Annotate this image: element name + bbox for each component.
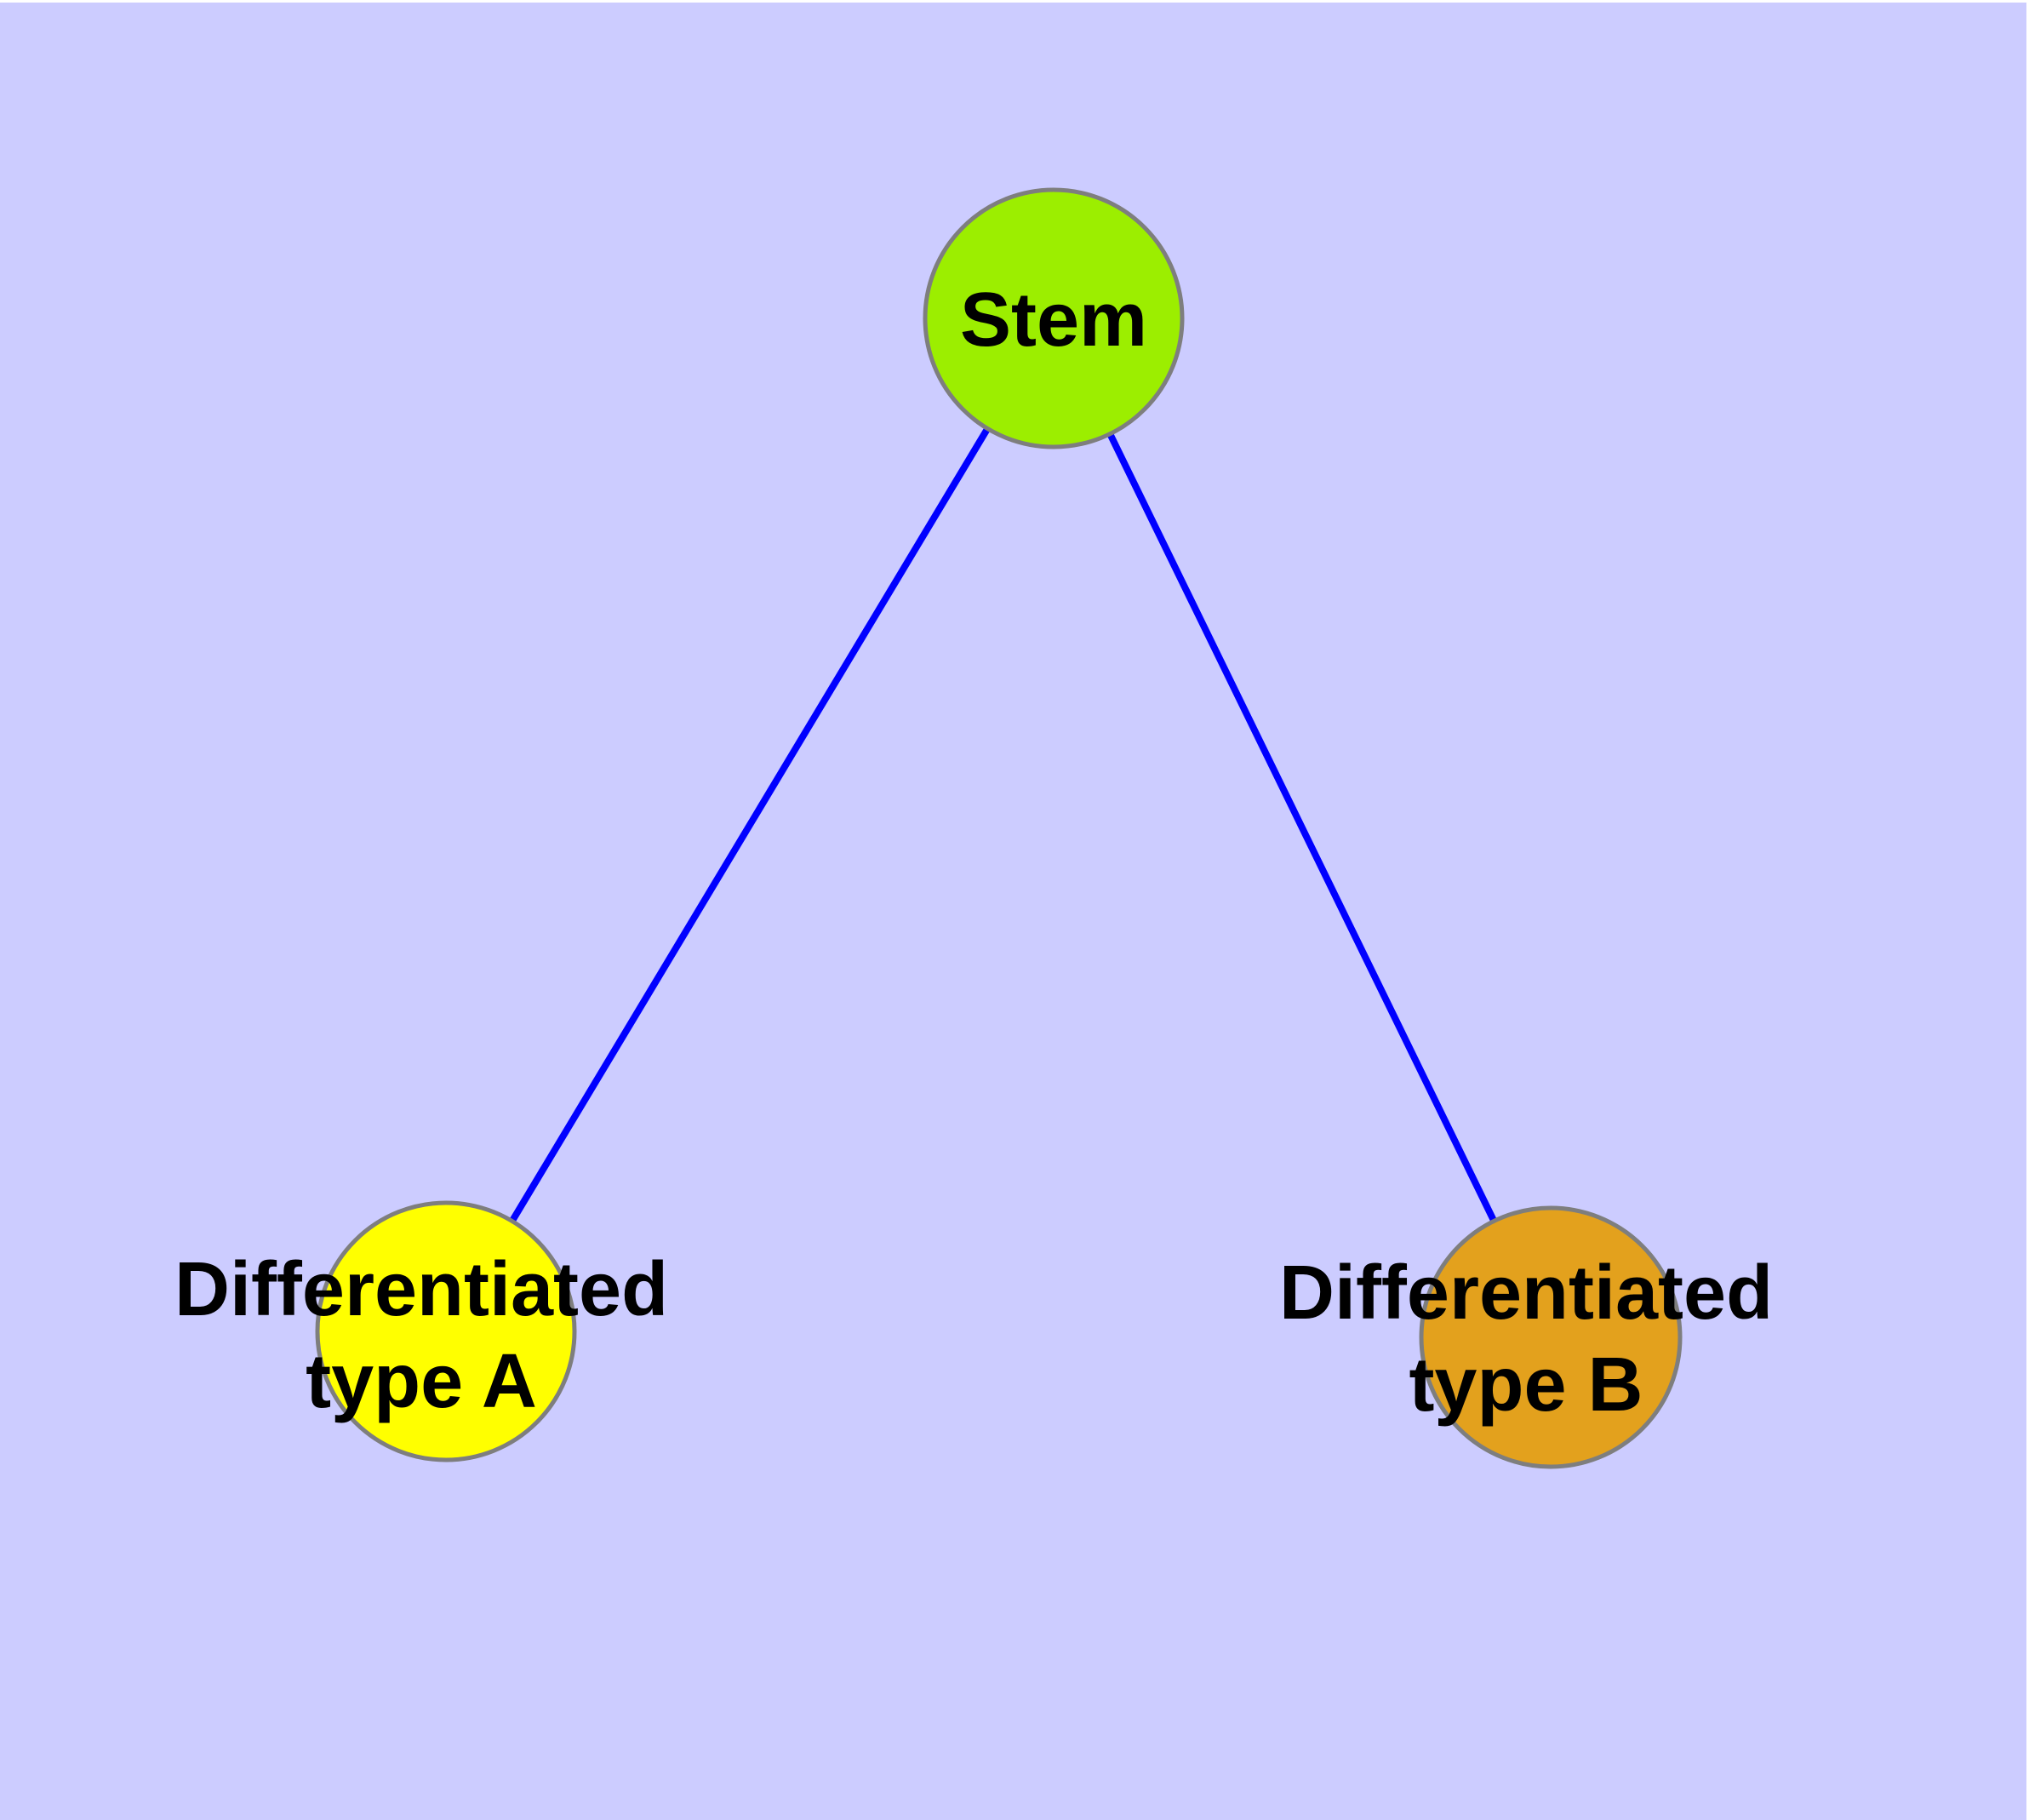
label-line-1: Differentiated (1278, 1251, 1774, 1336)
node-differentiated-type-b (1419, 1205, 1683, 1469)
node-differentiated-type-a (315, 1200, 577, 1462)
label-line-1: Differentiated (174, 1247, 669, 1332)
node-stem (923, 187, 1185, 449)
edge-stem-to-type-b (1050, 317, 1554, 1339)
label-line-2: type A (306, 1339, 537, 1424)
node-label-stem: Stem (959, 278, 1148, 363)
node-label-differentiated-type-a: Differentiated type A (174, 1244, 668, 1428)
edge-stem-to-type-a (443, 316, 1057, 1334)
node-label-differentiated-type-b: Differentiated type B (1279, 1247, 1773, 1431)
label-line-2: type B (1409, 1342, 1643, 1428)
